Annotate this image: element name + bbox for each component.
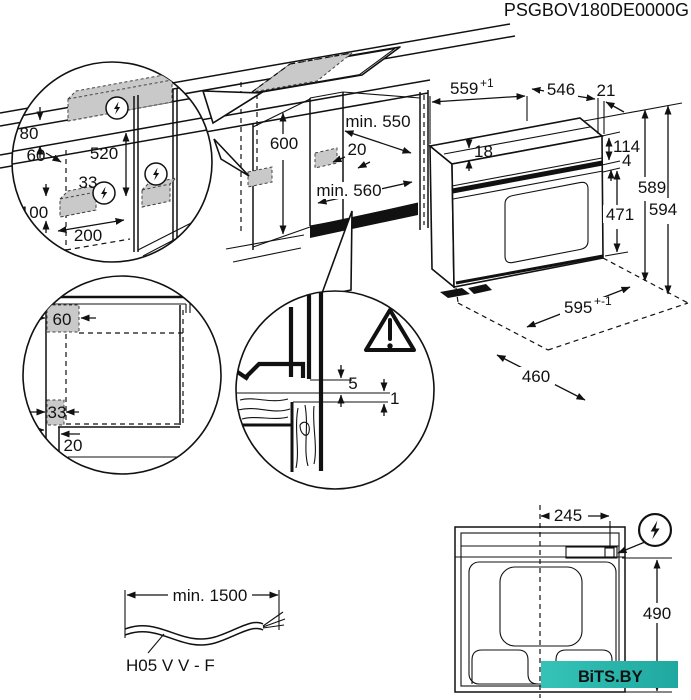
dim-114-label: 114 xyxy=(613,137,640,156)
dim-594-label: 594 xyxy=(649,200,677,219)
dim-corner-33-label: 33 xyxy=(48,403,67,422)
oven-top-view: 245 490 xyxy=(454,505,676,698)
electrical-connection-icon xyxy=(144,162,168,186)
dim-corner-20-label: 20 xyxy=(64,436,83,455)
joint-detail: 5 1 xyxy=(236,291,416,472)
connection-zone-side-wall xyxy=(314,147,338,169)
dim-21-label: 21 xyxy=(597,81,616,100)
hob-opening-zone xyxy=(251,52,353,93)
dim-100-label: 100 xyxy=(20,203,48,222)
mains-cable: min. 1500 H05 V V - F xyxy=(124,586,286,675)
oven-foot xyxy=(440,288,470,298)
watermark-banner: B i TS.BY xyxy=(541,661,678,688)
dim-20-label: 20 xyxy=(348,140,367,159)
dim-33-label: 33 xyxy=(79,173,98,192)
oven-3d-view xyxy=(428,117,689,351)
hob-cutout xyxy=(249,46,401,170)
dim-5-label: 5 xyxy=(348,374,357,393)
dim-80-label: 80 xyxy=(20,124,39,143)
dim-min550-label: min. 550 xyxy=(345,112,410,131)
dim-min560-label: min. 560 xyxy=(316,181,381,200)
dim-200-label: 200 xyxy=(74,226,102,245)
cabinet-niche xyxy=(240,82,421,250)
dim-1-label: 1 xyxy=(390,389,399,408)
niche-dimensions: 600 min. 550 20 min. 560 xyxy=(266,112,413,235)
dim-559-tolerance: +1 xyxy=(480,76,494,90)
electrical-connection-icon xyxy=(92,181,116,205)
dim-520-label: 520 xyxy=(90,144,118,163)
wall-connection-detail: 80 60 520 33 100 200 xyxy=(12,71,212,257)
dim-589-label: 589 xyxy=(638,178,666,197)
dim-18-label: 18 xyxy=(474,142,493,161)
connection-zone-corner-low xyxy=(46,399,65,426)
cable-type-label: H05 V V - F xyxy=(126,656,215,675)
dim-460-label: 460 xyxy=(522,367,550,386)
watermark-text-b: B xyxy=(578,668,590,686)
dim-595-label: 595 xyxy=(564,298,592,317)
dim-559-label: 559 xyxy=(450,79,478,98)
warning-icon xyxy=(364,308,416,352)
watermark-text-i: i xyxy=(590,668,595,686)
dim-471-label: 471 xyxy=(606,205,634,224)
electrical-connection-icon xyxy=(637,512,673,548)
dim-490-label: 490 xyxy=(643,604,671,623)
dim-4-label: 4 xyxy=(622,151,631,170)
watermark-text-rest: TS.BY xyxy=(594,668,643,686)
joint-detail-circle xyxy=(235,290,435,490)
dim-corner-60-label: 60 xyxy=(53,310,72,329)
connection-zone-lower xyxy=(247,166,273,188)
part-number: PSGBOV180DE0000G xyxy=(504,0,689,20)
dim-595-tolerance: +-1 xyxy=(594,294,612,308)
dim-245-label: 245 xyxy=(554,506,582,525)
corner-detail: 60 33 20 xyxy=(28,295,191,458)
niche-front-strip xyxy=(310,203,418,238)
dim-600-label: 600 xyxy=(270,134,298,153)
dim-546-label: 546 xyxy=(547,80,575,99)
oven-foot xyxy=(468,284,492,294)
dim-60-label: 60 xyxy=(27,146,46,165)
oven-dimensions: 559 +1 546 21 18 114 4 589 594 xyxy=(429,76,683,401)
electrical-connection-icon xyxy=(105,96,129,120)
mains-terminal xyxy=(604,547,615,558)
cable-length-label: min. 1500 xyxy=(173,586,248,605)
connection-zone-corner-top xyxy=(46,304,80,333)
